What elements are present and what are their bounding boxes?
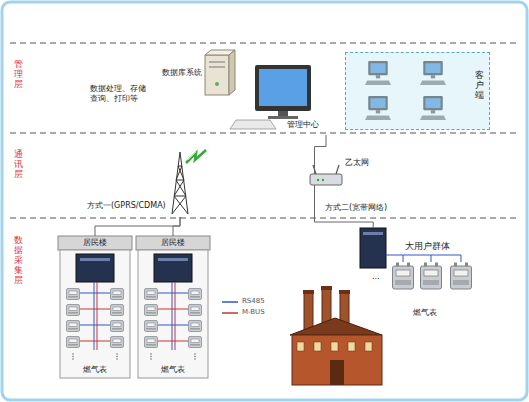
gas-meter bbox=[111, 305, 124, 316]
gas-meter bbox=[67, 305, 80, 316]
legend-text: RS485 bbox=[242, 297, 265, 305]
illustration-stroke bbox=[116, 356, 117, 357]
connector-line bbox=[95, 217, 180, 236]
ethernet-router: 乙太网方式二(宽带网络) bbox=[305, 158, 400, 215]
gas-meter bbox=[145, 305, 158, 316]
illustration-stroke bbox=[72, 356, 73, 357]
illustration-stroke bbox=[80, 325, 110, 326]
factory-window bbox=[297, 342, 304, 351]
layer-label: 数据采集层 bbox=[14, 236, 23, 285]
layer-label: 管理层 bbox=[14, 60, 23, 90]
node-label: 管理中心 bbox=[287, 120, 319, 130]
node-label: 燃气表 bbox=[136, 365, 210, 375]
database-server: 数据库系统 bbox=[160, 52, 232, 100]
factory-window bbox=[365, 342, 372, 351]
illustration-stroke bbox=[116, 353, 117, 354]
illustration-stroke bbox=[175, 282, 176, 350]
connector-line bbox=[315, 135, 327, 158]
illustration-stroke bbox=[150, 358, 151, 359]
residential-building: 居民楼燃气表 bbox=[136, 236, 210, 381]
gas-meter bbox=[189, 305, 202, 316]
gas-meter bbox=[67, 289, 80, 300]
illustration-stroke bbox=[158, 293, 188, 294]
illustration-stroke bbox=[80, 309, 110, 310]
illustration-stroke bbox=[80, 341, 110, 342]
factory-window bbox=[348, 342, 355, 351]
illustration-stroke bbox=[150, 353, 151, 354]
connector-line bbox=[315, 215, 374, 228]
illustration-stroke bbox=[72, 353, 73, 354]
illustration-stroke bbox=[94, 282, 95, 350]
node-label: 燃气表 bbox=[413, 308, 437, 318]
gas-meter bbox=[145, 337, 158, 348]
factory-window bbox=[314, 342, 321, 351]
layer-label: 通讯层 bbox=[14, 150, 23, 180]
note-text: 数据处理、存储 查询、打印等 bbox=[90, 84, 152, 103]
gprs-tower: 方式一(GPRS/CDMA) bbox=[95, 145, 205, 217]
client-group: 客户端 bbox=[345, 52, 490, 130]
gas-meter bbox=[145, 289, 158, 300]
gas-meter bbox=[111, 321, 124, 332]
illustration-stroke bbox=[158, 341, 188, 342]
legend-text: M-BUS bbox=[242, 308, 265, 316]
node-label: 客户端 bbox=[475, 71, 484, 101]
illustration-stroke bbox=[158, 309, 188, 310]
node-label: 居民楼 bbox=[58, 238, 132, 248]
gas-meter bbox=[145, 321, 158, 332]
illustration-stroke bbox=[80, 293, 110, 294]
residential-building: 居民楼燃气表 bbox=[58, 236, 132, 381]
node-label: 方式一(GPRS/CDMA) bbox=[87, 201, 166, 211]
node-label: 大用户群体 bbox=[405, 241, 450, 251]
node-label: 方式二(宽带网络) bbox=[325, 203, 387, 213]
factory-window bbox=[331, 342, 338, 351]
illustration-stroke bbox=[150, 356, 151, 357]
illustration-stroke bbox=[194, 356, 195, 357]
gas-meter bbox=[189, 321, 202, 332]
illustration-stroke bbox=[72, 358, 73, 359]
node-label: 数据库系统 bbox=[162, 68, 202, 78]
illustration-stroke bbox=[116, 358, 117, 359]
gas-meter bbox=[111, 337, 124, 348]
gas-meter bbox=[189, 337, 202, 348]
gas-meter bbox=[67, 321, 80, 332]
gas-meter bbox=[111, 289, 124, 300]
illustration-stroke bbox=[172, 282, 173, 350]
illustration-stroke bbox=[194, 358, 195, 359]
ellipsis: ... bbox=[372, 272, 380, 282]
management-center: 管理中心 bbox=[245, 62, 335, 135]
illustration-stroke bbox=[158, 325, 188, 326]
illustration-stroke bbox=[97, 282, 98, 350]
node-label: 燃气表 bbox=[58, 365, 132, 375]
gas-meter bbox=[67, 337, 80, 348]
illustration-stroke bbox=[194, 353, 195, 354]
connector-line bbox=[173, 217, 180, 236]
node-label: 乙太网 bbox=[345, 158, 369, 168]
gas-meter bbox=[189, 289, 202, 300]
node-label: 居民楼 bbox=[136, 238, 210, 248]
